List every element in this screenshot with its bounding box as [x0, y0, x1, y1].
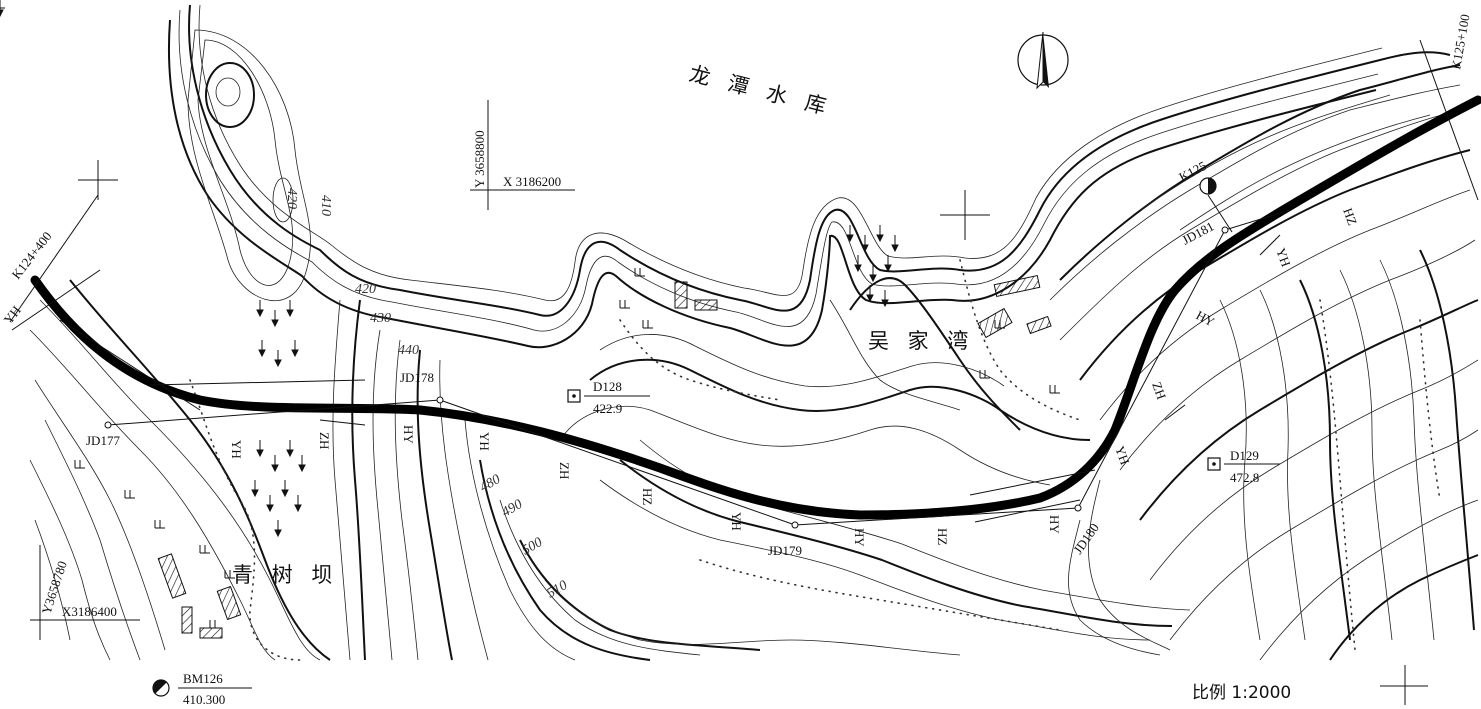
jd181-label: JD181 — [1179, 218, 1216, 247]
buildings — [157, 274, 1052, 639]
bm126-elev: 410.300 — [183, 692, 225, 707]
road-alignment — [30, 95, 1481, 520]
contour-490: 490 — [500, 497, 526, 520]
curve-hy-1: HY — [401, 425, 416, 444]
slope-arrows — [0, 0, 899, 537]
jd179-label: JD179 — [768, 543, 802, 558]
curve-hz-1: HZ — [640, 488, 655, 505]
contour-420-b: 420 — [355, 282, 376, 297]
curve-zh-3: ZH — [1149, 380, 1169, 401]
curve-points — [104, 226, 1229, 529]
contour-labels: 410 420 420 430 440 480 490 500 510 — [284, 188, 570, 601]
jd177-label: JD177 — [86, 433, 120, 448]
terrain-contours — [29, 4, 1479, 661]
curve-hy-2: HY — [852, 528, 867, 547]
curve-zh-1: ZH — [317, 432, 332, 449]
curve-yh-4: YH — [1112, 444, 1133, 467]
curve-yh-1: YH — [229, 440, 244, 459]
control-point-d128: D128 422.9 — [567, 379, 650, 416]
curve-hz-2: HZ — [935, 528, 950, 545]
curve-yh-3: YH — [729, 512, 744, 531]
north-arrow-icon — [1017, 31, 1069, 90]
place-wujiawan: 吴 家 湾 — [868, 329, 974, 353]
station-end: K125+100 — [1448, 13, 1472, 70]
contour-430: 430 — [370, 311, 391, 326]
jd178-label: JD178 — [400, 370, 434, 385]
curve-hy-4: HY — [1194, 307, 1218, 329]
paddy-symbols — [0, 0, 1061, 629]
curve-yh-5: YH — [1273, 246, 1294, 269]
grid-north-y: Y 3658800 — [472, 130, 487, 188]
alignment-lines — [9, 39, 1479, 526]
bm126-name: BM126 — [183, 671, 223, 686]
contour-480: 480 — [478, 472, 504, 495]
benchmark-bm126: BM126 410.300 — [152, 671, 252, 707]
d129-elev: 472.8 — [1230, 470, 1259, 485]
contour-440: 440 — [398, 343, 419, 358]
reservoir-label: 龙 潭 水 库 — [687, 62, 834, 121]
contour-420-a: 420 — [284, 188, 299, 209]
curve-point-labels: YH YH ZH HY YH ZH HZ YH HY HZ HY YH ZH H… — [1, 206, 1361, 547]
d129-name: D129 — [1230, 448, 1259, 463]
jd180-label: JD180 — [1070, 520, 1102, 556]
place-qingshuba: 青 树 坝 — [232, 563, 338, 587]
curve-hz-3: HZ — [1340, 206, 1360, 227]
station-start: K124+400 — [9, 229, 55, 282]
contour-410: 410 — [318, 195, 333, 216]
control-point-d129: D129 472.8 — [1207, 448, 1280, 485]
curve-yh-2: YH — [477, 432, 492, 451]
curve-hy-3: HY — [1047, 515, 1062, 534]
grid-north-x: X 3186200 — [503, 174, 561, 189]
km-marker-icon — [1199, 177, 1217, 195]
grid-crosses — [30, 100, 1428, 705]
map-scale: 比例 1:2000 — [1192, 683, 1291, 703]
grid-south-x: X3186400 — [62, 604, 117, 619]
d128-name: D128 — [593, 379, 622, 394]
curve-zh-2: ZH — [557, 462, 572, 479]
d128-elev: 422.9 — [593, 401, 622, 416]
dotted-boundaries — [189, 259, 1441, 661]
